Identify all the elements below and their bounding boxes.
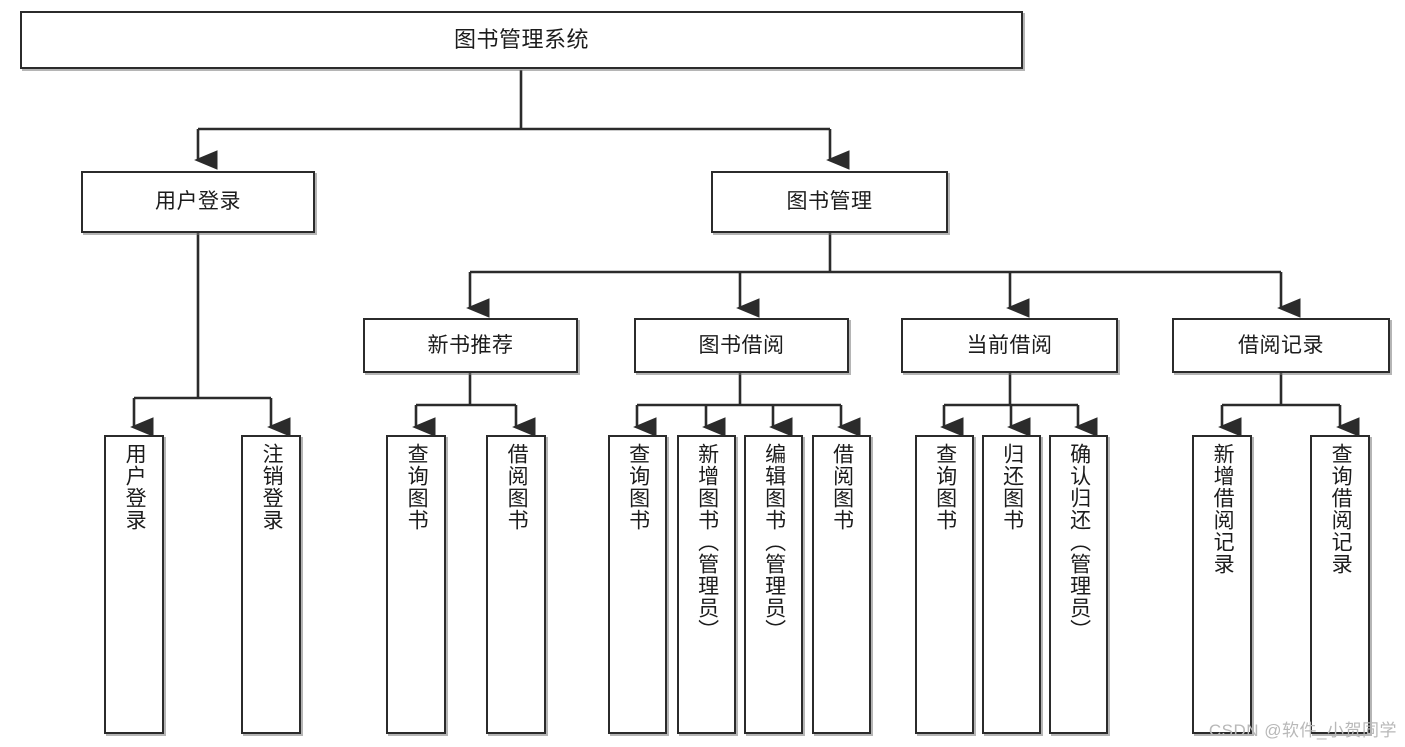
node-leaf-borrow-book-1[interactable]: 借阅图书 (486, 435, 546, 734)
node-book-borrow[interactable]: 图书借阅 (634, 318, 849, 373)
node-leaf-add-book-label: 新增图书（管理员） (695, 443, 719, 641)
node-root-label: 图书管理系统 (453, 26, 589, 52)
node-new-book-recommend-label: 新书推荐 (427, 333, 514, 357)
node-leaf-return-book-label: 归还图书 (1000, 443, 1024, 531)
node-leaf-query-book-2-label: 查询图书 (626, 443, 650, 531)
node-user-login-label: 用户登录 (155, 190, 241, 214)
node-leaf-query-record-label: 查询借阅记录 (1329, 443, 1353, 575)
csdn-watermark: CSDN @软件_小贺同学 (1208, 721, 1397, 740)
node-leaf-add-record[interactable]: 新增借阅记录 (1192, 435, 1252, 734)
node-book-management-label: 图书管理 (786, 190, 873, 214)
node-leaf-add-book[interactable]: 新增图书（管理员） (677, 435, 736, 734)
node-leaf-borrow-book-2[interactable]: 借阅图书 (812, 435, 871, 734)
node-leaf-query-book-1[interactable]: 查询图书 (386, 435, 446, 734)
node-leaf-query-record[interactable]: 查询借阅记录 (1310, 435, 1370, 734)
node-leaf-return-book[interactable]: 归还图书 (982, 435, 1041, 734)
node-leaf-confirm-return[interactable]: 确认归还（管理员） (1049, 435, 1108, 734)
node-leaf-user-login[interactable]: 用户登录 (104, 435, 164, 734)
node-borrow-record[interactable]: 借阅记录 (1172, 318, 1390, 373)
node-leaf-query-book-3-label: 查询图书 (933, 443, 957, 531)
node-new-book-recommend[interactable]: 新书推荐 (363, 318, 578, 373)
node-book-management[interactable]: 图书管理 (711, 171, 948, 233)
node-leaf-query-book-3[interactable]: 查询图书 (915, 435, 974, 734)
node-leaf-logout[interactable]: 注销登录 (241, 435, 301, 734)
node-leaf-edit-book-label: 编辑图书（管理员） (762, 443, 786, 641)
node-leaf-borrow-book-1-label: 借阅图书 (505, 443, 529, 531)
node-leaf-borrow-book-2-label: 借阅图书 (830, 443, 854, 531)
node-user-login[interactable]: 用户登录 (81, 171, 315, 233)
node-leaf-query-book-1-label: 查询图书 (405, 443, 429, 531)
node-leaf-edit-book[interactable]: 编辑图书（管理员） (744, 435, 803, 734)
node-leaf-logout-label: 注销登录 (260, 443, 284, 531)
node-current-borrow[interactable]: 当前借阅 (901, 318, 1118, 373)
node-book-borrow-label: 图书借阅 (698, 333, 785, 357)
node-root[interactable]: 图书管理系统 (20, 11, 1023, 69)
node-leaf-user-login-label: 用户登录 (123, 443, 147, 531)
node-leaf-confirm-return-label: 确认归还（管理员） (1067, 443, 1091, 641)
node-borrow-record-label: 借阅记录 (1238, 333, 1324, 357)
node-leaf-query-book-2[interactable]: 查询图书 (608, 435, 667, 734)
node-leaf-add-record-label: 新增借阅记录 (1211, 443, 1235, 575)
node-current-borrow-label: 当前借阅 (966, 333, 1053, 357)
